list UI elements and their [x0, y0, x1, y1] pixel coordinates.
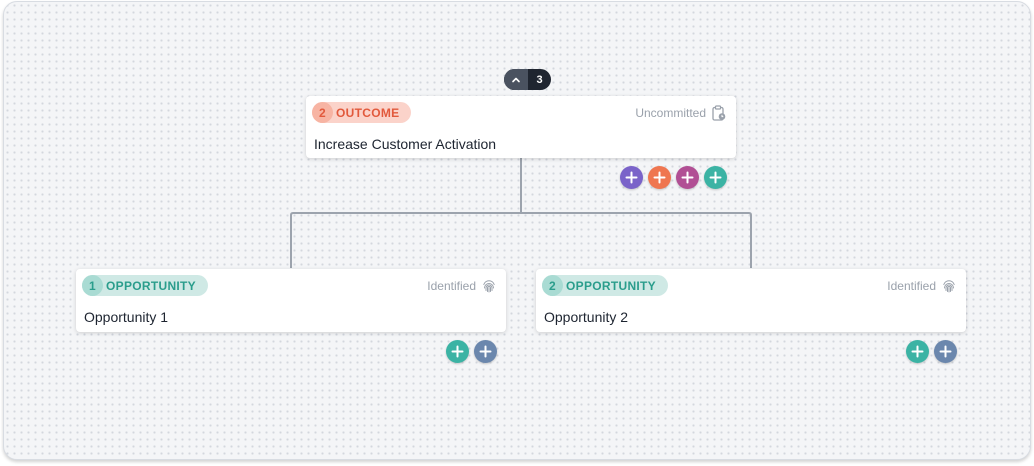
connector-outcome-to-opportunities: [290, 158, 752, 268]
plus-icon: [939, 345, 952, 358]
child-count: 3: [536, 73, 543, 86]
status-indicator[interactable]: Identified: [427, 276, 496, 296]
badge-type-label: OPPORTUNITY: [106, 278, 196, 293]
outcome-card[interactable]: 2 OUTCOME Uncommitted Increase Customer …: [306, 96, 736, 158]
opportunity-badge: 1 OPPORTUNITY: [82, 275, 208, 296]
status-indicator[interactable]: Identified: [887, 276, 956, 296]
collapse-toggle[interactable]: 3: [504, 69, 551, 90]
add-magenta-button[interactable]: [676, 166, 699, 189]
outcome-title: Increase Customer Activation: [314, 136, 497, 152]
tree-canvas[interactable]: 3 2 OUTCOME Uncommitted Increase Custome…: [3, 1, 1031, 460]
opportunity-card[interactable]: 1 OPPORTUNITY Identified Opportunity 1: [76, 269, 506, 332]
badge-number: 1: [82, 275, 103, 296]
badge-type-label: OPPORTUNITY: [566, 278, 656, 293]
status-label: Identified: [887, 279, 936, 293]
outcome-add-buttons: [620, 166, 727, 189]
opportunity-add-buttons: [446, 340, 497, 363]
plus-icon: [653, 171, 666, 184]
badge-number: 2: [312, 102, 333, 123]
status-label: Uncommitted: [635, 106, 706, 120]
plus-icon: [709, 171, 722, 184]
status-indicator[interactable]: Uncommitted: [635, 103, 726, 123]
fingerprint-icon: [483, 280, 495, 293]
status-label: Identified: [427, 279, 476, 293]
opportunity-add-buttons: [906, 340, 957, 363]
plus-icon: [451, 345, 464, 358]
add-orange-button[interactable]: [648, 166, 671, 189]
add-teal-button[interactable]: [906, 340, 929, 363]
opportunity-title: Opportunity 1: [84, 309, 169, 325]
opportunity-card[interactable]: 2 OPPORTUNITY Identified Opportunity 2: [536, 269, 966, 332]
badge-type-label: OUTCOME: [336, 105, 400, 120]
add-slate-button[interactable]: [934, 340, 957, 363]
plus-icon: [625, 171, 638, 184]
add-slate-button[interactable]: [474, 340, 497, 363]
add-teal-button[interactable]: [446, 340, 469, 363]
add-teal-button[interactable]: [704, 166, 727, 189]
tree-connectors: [290, 158, 752, 268]
opportunity-badge: 2 OPPORTUNITY: [542, 275, 668, 296]
plus-icon: [911, 345, 924, 358]
plus-icon: [479, 345, 492, 358]
opportunity-title: Opportunity 2: [544, 309, 629, 325]
fingerprint-icon: [943, 280, 955, 293]
outcome-badge: 2 OUTCOME: [312, 102, 412, 123]
chevron-up-icon: [512, 77, 520, 82]
plus-icon: [681, 171, 694, 184]
badge-number: 2: [542, 275, 563, 296]
collapse-chevron-button[interactable]: [504, 69, 528, 90]
add-purple-button[interactable]: [620, 166, 643, 189]
clipboard-clock-icon: [712, 105, 726, 121]
